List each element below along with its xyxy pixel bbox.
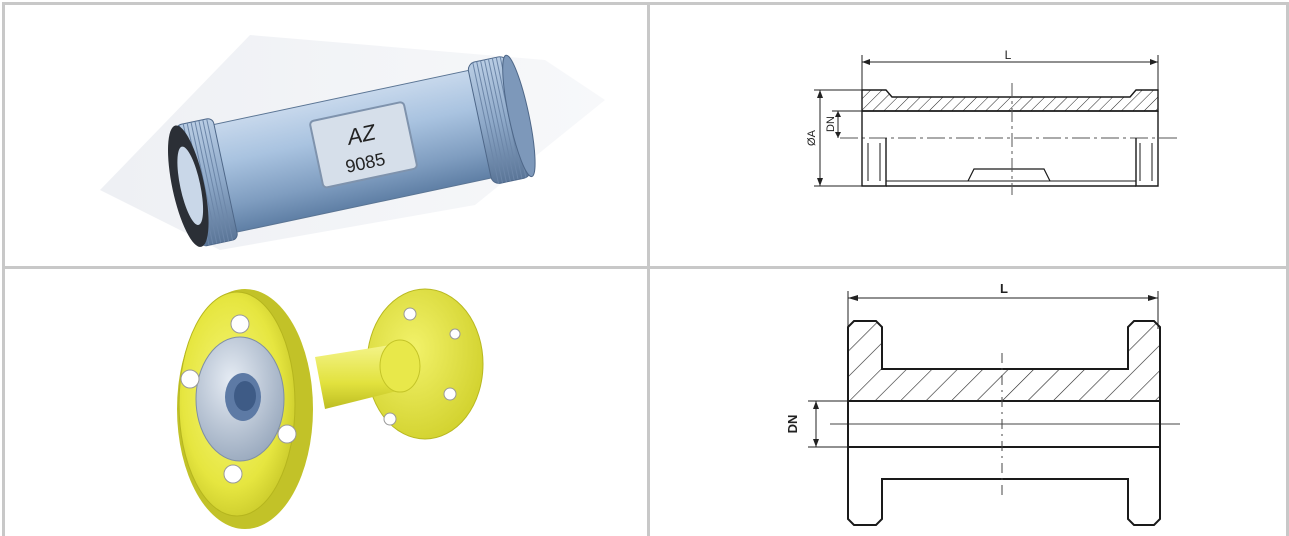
- threaded-pipe-photo: AZ 9085: [5, 5, 647, 266]
- outer-diameter-label: ØA: [806, 129, 818, 146]
- length-label: L: [1005, 48, 1012, 62]
- nominal-diameter-label: DN: [785, 415, 800, 434]
- table-border-right: [1286, 2, 1289, 536]
- flanged-pipe-photo: [5, 269, 647, 536]
- table-border-left: [2, 2, 5, 536]
- table-border-top: [2, 2, 1288, 5]
- flanged-pipe-drawing: L DN: [650, 269, 1286, 536]
- length-label: L: [1000, 281, 1008, 296]
- table-row-divider: [2, 266, 1288, 269]
- threaded-pipe-drawing: L ØA: [650, 5, 1286, 266]
- nominal-diameter-label: DN: [825, 116, 837, 132]
- table-column-divider: [647, 2, 650, 536]
